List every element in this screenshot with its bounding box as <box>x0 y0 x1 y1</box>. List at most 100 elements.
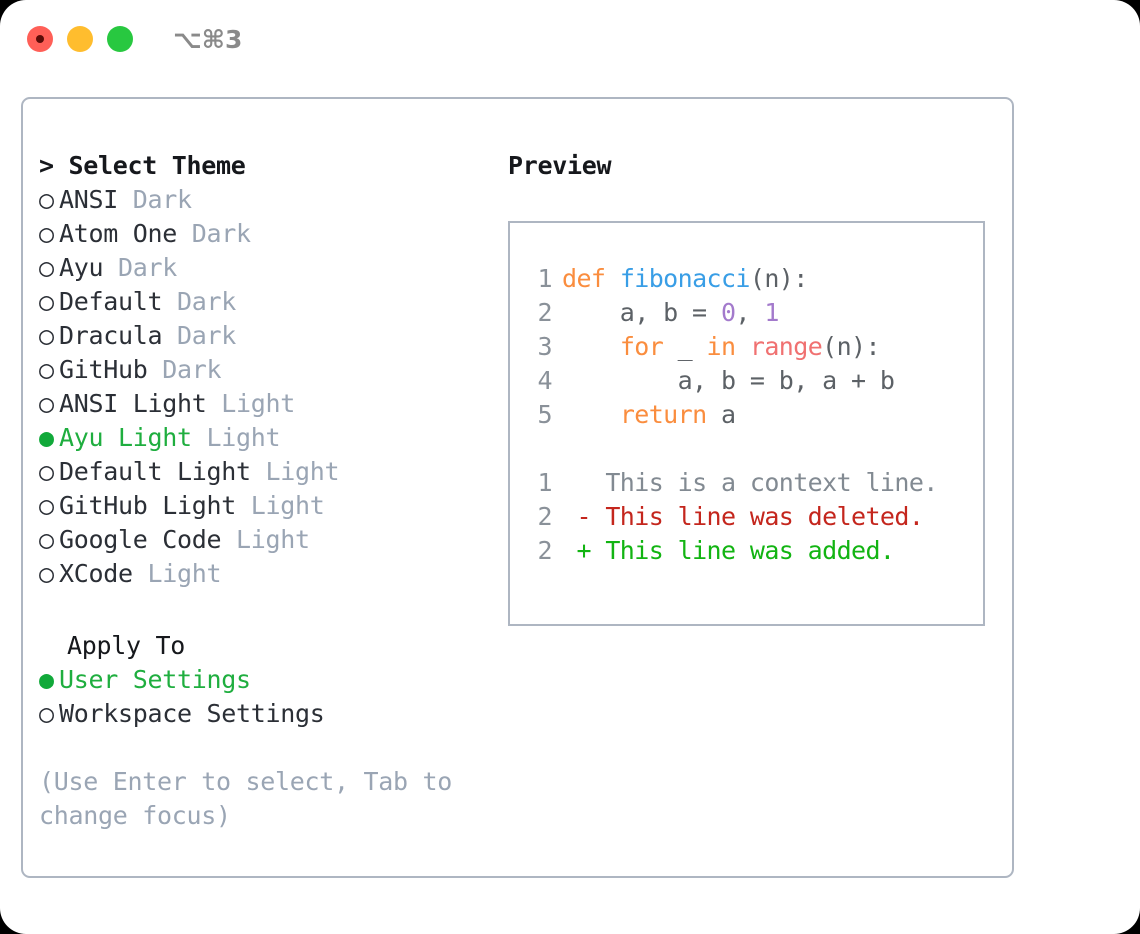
keyboard-hint-text: (Use Enter to select, Tab to change focu… <box>39 767 453 830</box>
code-token: (n): <box>822 332 880 361</box>
radio-unselected-icon: ○ <box>39 219 54 248</box>
diff-marker <box>562 468 605 497</box>
code-token: 0 <box>720 298 736 327</box>
radio-unselected-icon: ○ <box>39 253 54 282</box>
diff-marker: + <box>562 536 606 565</box>
code-token: for <box>619 332 664 361</box>
code-token: range <box>749 332 823 361</box>
line-number: 2 <box>537 502 553 531</box>
code-line: 1 def fibonacci(n): <box>524 262 983 296</box>
theme-option-atom-one[interactable]: ○Atom One Dark <box>39 217 488 251</box>
theme-option-label: ANSI Light <box>59 389 207 418</box>
theme-option-kind: Dark <box>132 185 192 214</box>
record-indicator-icon <box>36 35 44 43</box>
theme-option-label: Google Code <box>59 525 222 554</box>
diff-text: This line was added. <box>605 536 895 565</box>
theme-option-kind: Light <box>206 423 281 452</box>
line-number: 1 <box>537 264 553 293</box>
theme-option-kind: Dark <box>177 287 237 316</box>
theme-option-kind: Dark <box>162 355 222 384</box>
apply-to-option-label: Workspace Settings <box>59 699 325 728</box>
line-number: 3 <box>537 332 553 361</box>
theme-option-kind: Dark <box>118 253 178 282</box>
code-line: 3 for _ in range(n): <box>524 330 983 364</box>
code-token: def <box>562 264 620 293</box>
theme-selector-column: > Select Theme ○ANSI Dark○Atom One Dark○… <box>23 99 488 876</box>
minimize-button[interactable] <box>67 26 93 52</box>
diff-marker: - <box>562 502 606 531</box>
theme-option-xcode[interactable]: ○XCode Light <box>39 557 488 591</box>
window-title-bar: ⌥⌘3 <box>0 0 1140 78</box>
diff-sample: 1 This is a context line.2 - This line w… <box>524 466 983 568</box>
theme-option-kind: Dark <box>177 321 237 350</box>
code-line: 2 a, b = 0, 1 <box>524 296 983 330</box>
radio-unselected-icon: ○ <box>39 699 54 728</box>
theme-option-label: Dracula <box>59 321 163 350</box>
theme-option-list: ○ANSI Dark○Atom One Dark○Ayu Dark○Defaul… <box>39 183 488 591</box>
theme-option-kind: Light <box>265 457 340 486</box>
theme-option-label: Ayu Light <box>59 423 192 452</box>
theme-option-ansi-light[interactable]: ○ANSI Light Light <box>39 387 488 421</box>
theme-option-github-light[interactable]: ○GitHub Light Light <box>39 489 488 523</box>
line-number: 1 <box>537 468 553 497</box>
theme-option-ansi[interactable]: ○ANSI Dark <box>39 183 488 217</box>
maximize-button[interactable] <box>107 26 133 52</box>
theme-option-google-code[interactable]: ○Google Code Light <box>39 523 488 557</box>
select-theme-heading: > Select Theme <box>39 151 246 180</box>
line-number: 5 <box>537 400 553 429</box>
radio-unselected-icon: ○ <box>39 559 54 588</box>
code-token: a, b = <box>562 298 721 327</box>
diff-line-ctx: 1 This is a context line. <box>524 466 983 500</box>
keyboard-shortcut-label: ⌥⌘3 <box>173 24 243 54</box>
code-token: fibonacci <box>619 264 751 293</box>
code-token: return <box>619 400 707 429</box>
radio-unselected-icon: ○ <box>39 287 54 316</box>
theme-option-ayu-light[interactable]: ●Ayu Light Light <box>39 421 488 455</box>
theme-option-label: ANSI <box>59 185 119 214</box>
theme-option-kind: Light <box>236 525 310 554</box>
dialog-panel: > Select Theme ○ANSI Dark○Atom One Dark○… <box>21 97 1014 878</box>
radio-selected-icon: ● <box>39 423 54 452</box>
line-number: 2 <box>537 536 553 565</box>
code-line: 5 return a <box>524 398 983 432</box>
radio-unselected-icon: ○ <box>39 491 54 520</box>
apply-to-option-label: User Settings <box>59 665 251 694</box>
radio-unselected-icon: ○ <box>39 389 54 418</box>
theme-option-label: Atom One <box>59 219 178 248</box>
diff-line-del: 2 - This line was deleted. <box>524 500 983 534</box>
theme-option-kind: Light <box>221 389 296 418</box>
close-button[interactable] <box>27 26 53 52</box>
preview-heading: Preview <box>508 151 612 180</box>
code-token: in <box>706 332 737 361</box>
theme-option-label: GitHub <box>59 355 148 384</box>
theme-option-kind: Dark <box>191 219 251 248</box>
diff-text: This is a context line. <box>605 468 938 497</box>
radio-unselected-icon: ○ <box>39 355 54 384</box>
diff-text: This line was deleted. <box>605 502 924 531</box>
code-token: , <box>735 298 765 327</box>
theme-option-label: GitHub Light <box>59 491 237 520</box>
code-line: 4 a, b = b, a + b <box>524 364 983 398</box>
radio-unselected-icon: ○ <box>39 525 54 554</box>
apply-to-heading: Apply To <box>67 631 186 660</box>
radio-unselected-icon: ○ <box>39 457 54 486</box>
apply-to-option-workspace-settings[interactable]: ○Workspace Settings <box>39 697 488 731</box>
theme-option-github[interactable]: ○GitHub Dark <box>39 353 488 387</box>
code-token: a, b = b, a + b <box>562 366 895 395</box>
apply-to-option-user-settings[interactable]: ●User Settings <box>39 663 488 697</box>
radio-unselected-icon: ○ <box>39 321 54 350</box>
code-token: (n): <box>749 264 808 293</box>
code-token <box>562 332 620 361</box>
code-token <box>735 332 749 361</box>
radio-selected-icon: ● <box>39 665 54 694</box>
theme-option-default[interactable]: ○Default Dark <box>39 285 488 319</box>
code-token: 1 <box>764 298 779 327</box>
theme-option-dracula[interactable]: ○Dracula Dark <box>39 319 488 353</box>
theme-option-ayu[interactable]: ○Ayu Dark <box>39 251 488 285</box>
theme-option-default-light[interactable]: ○Default Light Light <box>39 455 488 489</box>
theme-option-label: XCode <box>59 559 133 588</box>
diff-line-add: 2 + This line was added. <box>524 534 983 568</box>
